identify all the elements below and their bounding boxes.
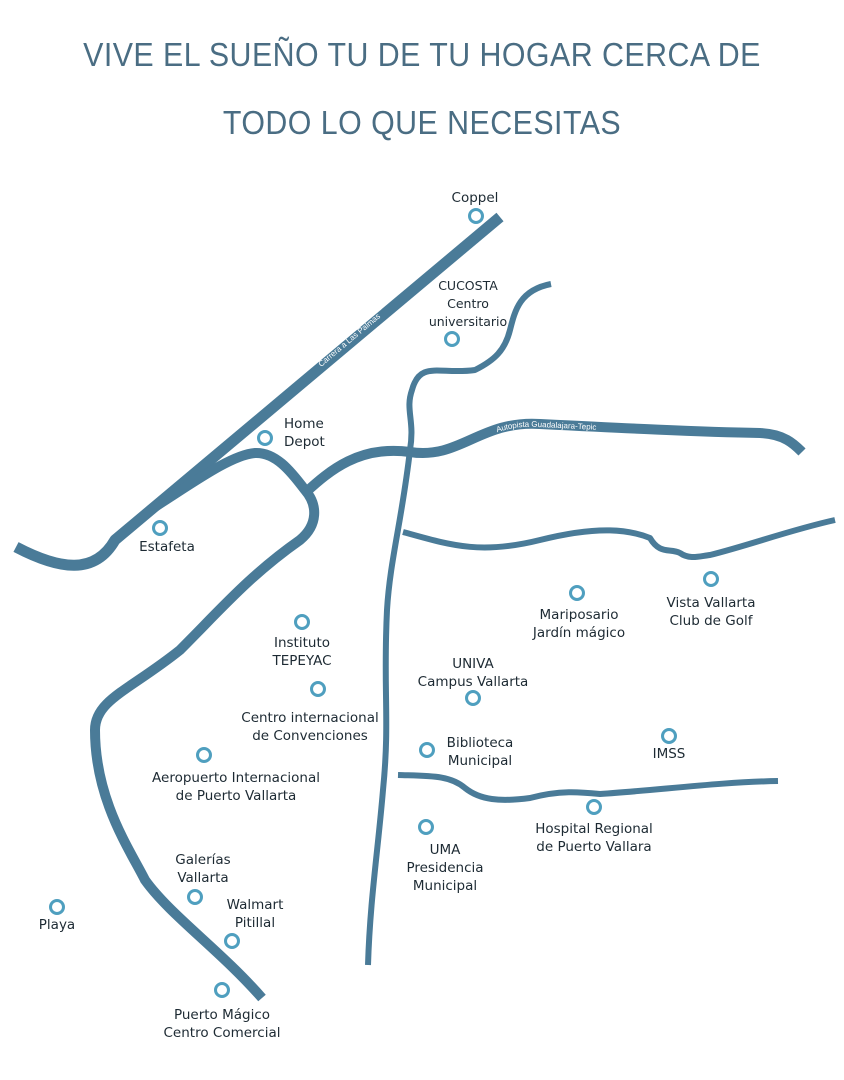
poi-marker-cucosta[interactable] (444, 331, 460, 347)
poi-marker-univa[interactable] (465, 690, 481, 706)
road-aeropuerto (90, 448, 320, 1002)
poi-marker-tepeyac[interactable] (294, 614, 310, 630)
poi-marker-estafeta[interactable] (152, 520, 168, 536)
road-east-vista-vallarta (402, 517, 836, 560)
poi-marker-vista-vallarta[interactable] (703, 571, 719, 587)
poi-marker-biblioteca[interactable] (419, 742, 435, 758)
poi-marker-puerto-magico[interactable] (214, 982, 230, 998)
poi-marker-walmart[interactable] (224, 933, 240, 949)
poi-marker-imss[interactable] (661, 728, 677, 744)
poi-label-coppel: Coppel (451, 190, 499, 206)
poi-marker-coppel[interactable] (468, 208, 484, 224)
poi-label-estafeta: Estafeta (139, 539, 195, 555)
poi-marker-mariposario[interactable] (569, 585, 585, 601)
poi-label-playa: Playa (38, 917, 76, 933)
poi-label-imss: IMSS (652, 746, 686, 762)
road-north-south (365, 281, 552, 966)
road-carretera-las-palmas (13, 212, 504, 571)
page-title-line-1: VIVE EL SUEÑO TU DE TU HOGAR CERCA DE (83, 36, 761, 73)
road-autopista-guadalajara-tepic (301, 418, 806, 497)
poi-marker-uma[interactable] (418, 819, 434, 835)
road-hospital (397, 772, 779, 803)
label-carretera-las-palmas: Carrera a Las Palmas (317, 312, 382, 369)
poi-marker-aeropuerto[interactable] (196, 747, 212, 763)
poi-marker-galerias[interactable] (187, 889, 203, 905)
poi-marker-playa[interactable] (49, 899, 65, 915)
page-title-line-2: TODO LO QUE NECESITAS (222, 104, 622, 141)
poi-marker-hospital[interactable] (586, 799, 602, 815)
poi-marker-home-depot[interactable] (257, 430, 273, 446)
poi-marker-convenciones[interactable] (310, 681, 326, 697)
